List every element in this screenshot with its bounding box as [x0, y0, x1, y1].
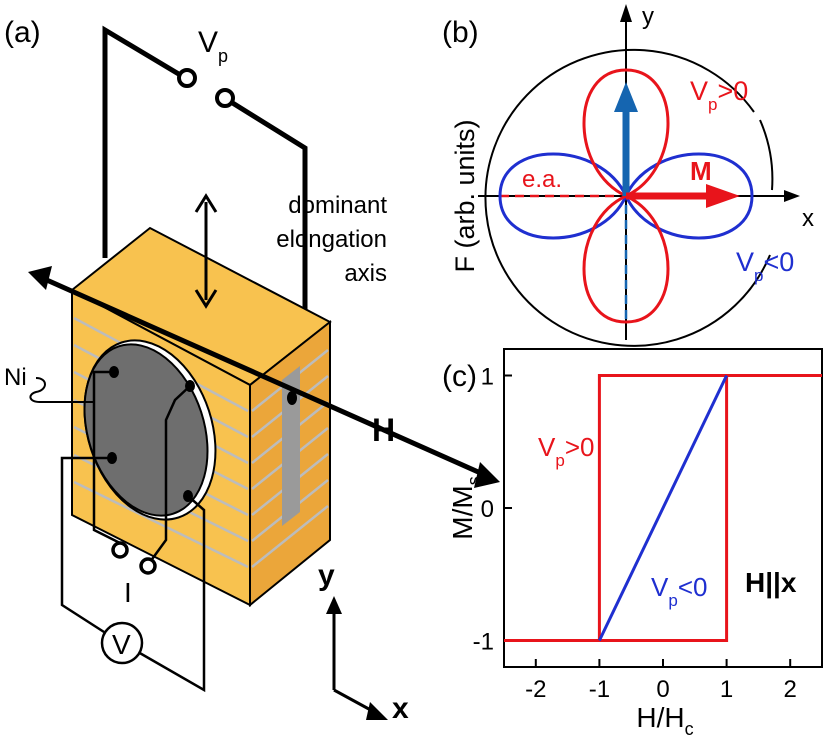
elongation-arrow-bottom [194, 289, 218, 309]
panel-a-label: (a) [4, 16, 41, 49]
i-terminal-right [139, 557, 157, 575]
axis-text-line1: dominant [288, 192, 387, 219]
coord-y-arrowhead [326, 596, 342, 614]
ni-disk [83, 343, 209, 517]
i-terminal-left [111, 541, 129, 559]
vp-label: Vp [198, 26, 228, 66]
coord-x-label: x [392, 692, 409, 725]
b-x-arrowhead [784, 190, 800, 202]
h-field-axis [38, 274, 487, 478]
b-axis-x-label: x [802, 205, 814, 232]
c-vp-neg-label: Vp<0 [651, 572, 707, 610]
b-axis-y-label: y [642, 3, 654, 30]
x-tick-label: 1 [720, 676, 733, 703]
series-layer [504, 374, 822, 642]
x-tick-label: -2 [525, 676, 546, 703]
b-y-arrowhead [620, 4, 632, 22]
blue-lobes [498, 152, 754, 240]
h-label: H [372, 412, 395, 448]
elongation-arrow-top [194, 193, 218, 213]
vp-terminal-right [215, 88, 235, 108]
side-electrode [282, 366, 300, 526]
outer-circle-arc [759, 119, 774, 191]
v-label: V [112, 629, 131, 660]
series-0-line-b [504, 374, 822, 642]
y-tick-label: 0 [481, 496, 494, 523]
ni-label: Ni [4, 364, 27, 391]
x-tick-label: 0 [656, 676, 669, 703]
vp-neg-label: Vp<0 [736, 247, 794, 285]
m-label: M [690, 156, 712, 186]
i-wire-left [92, 370, 125, 547]
panel-b: (b) F (arb. units) y x e.a. M V [442, 3, 814, 347]
panel-b-ylabel: F (arb. units) [450, 119, 480, 272]
m-arrow-y-head [614, 82, 638, 112]
series-1-line [598, 374, 728, 642]
c-ylabel: M/Ms [447, 476, 484, 539]
coord-x-arrowhead [366, 702, 388, 720]
vp-wire-left [102, 25, 184, 258]
panel-b-label: (b) [442, 16, 479, 49]
coord-y-label: y [318, 559, 335, 592]
panel-c-label: (c) [442, 360, 477, 393]
ticks: -2 -1 0 1 2 -1 0 1 [473, 364, 797, 704]
h-arrow-front [474, 462, 500, 488]
y-tick-label: 1 [481, 364, 494, 391]
panel-c: (c) -2 -1 0 1 2 -1 0 1 M/Ms H/Hc Vp>0 Vp<0 H||x [442, 348, 823, 739]
x-tick-label: 2 [784, 676, 797, 703]
vp-pos-label: Vp>0 [690, 76, 748, 114]
c-vp-pos-label: Vp>0 [538, 432, 594, 470]
ni-pointer [29, 377, 95, 403]
i-wire-right [148, 385, 191, 563]
vp-terminal-left [177, 68, 197, 88]
axis-text-line3: axis [344, 260, 387, 287]
ea-label: e.a. [522, 166, 562, 193]
c-xlabel: H/Hc [636, 702, 693, 739]
h-arrow-back [28, 266, 52, 290]
red-lobes [582, 68, 670, 324]
voltmeter [100, 621, 144, 665]
i-label: I [124, 577, 132, 608]
axis-text-line2: elongation [276, 226, 387, 253]
c-annotation: H||x [745, 567, 797, 598]
y-tick-label: -1 [473, 629, 494, 656]
side-contact [287, 391, 297, 405]
v-wire-left [60, 456, 112, 634]
panel-a: (a) Vp [4, 16, 500, 725]
x-tick-label: -1 [589, 676, 610, 703]
m-arrow-x-head [706, 184, 740, 208]
v-wire-right [137, 495, 206, 693]
outer-circle [484, 48, 771, 347]
